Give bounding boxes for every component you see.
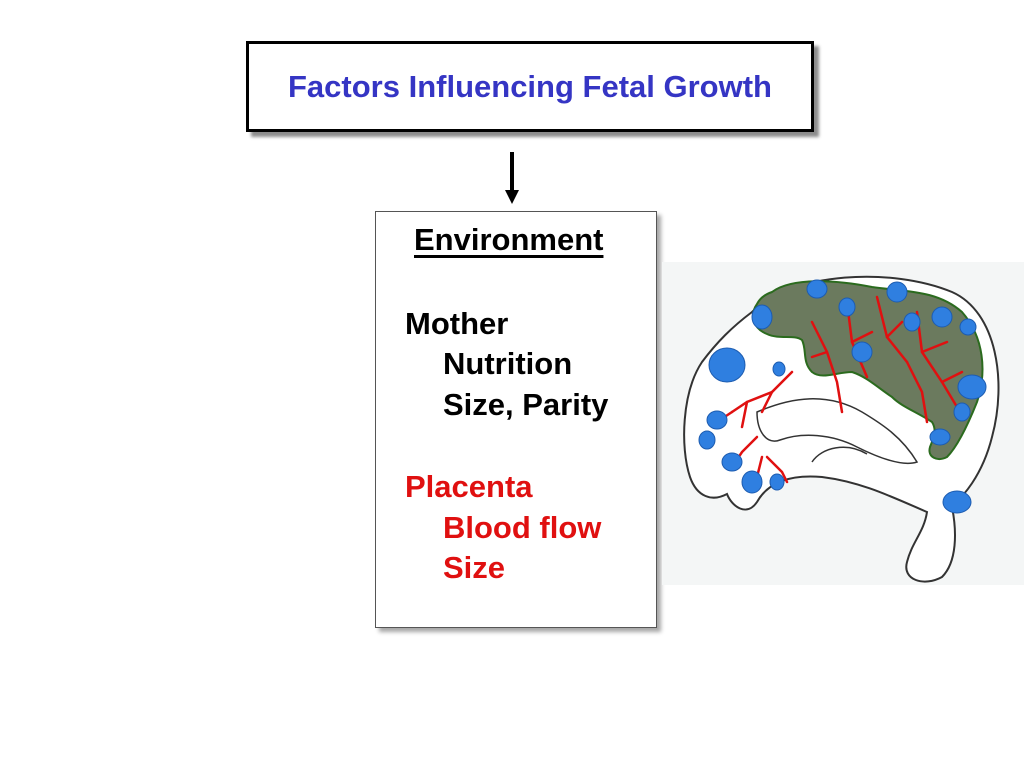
placenta-label: Placenta bbox=[405, 469, 533, 504]
down-arrow-icon bbox=[505, 152, 519, 204]
mother-item-size-parity: Size, Parity bbox=[443, 387, 609, 422]
diagram-title: Factors Influencing Fetal Growth bbox=[288, 68, 772, 104]
environment-box: Environment Mother Nutrition Size, Parit… bbox=[375, 211, 657, 628]
placenta-item-blood-flow: Blood flow bbox=[443, 510, 602, 545]
mother-item-nutrition: Nutrition bbox=[443, 346, 573, 381]
placenta-item-size: Size bbox=[443, 550, 506, 585]
environment-heading: Environment bbox=[414, 222, 604, 257]
fetus-placenta-illustration-icon bbox=[662, 262, 1024, 585]
title-box: Factors Influencing Fetal Growth bbox=[246, 41, 814, 132]
mother-label: Mother bbox=[405, 306, 509, 341]
